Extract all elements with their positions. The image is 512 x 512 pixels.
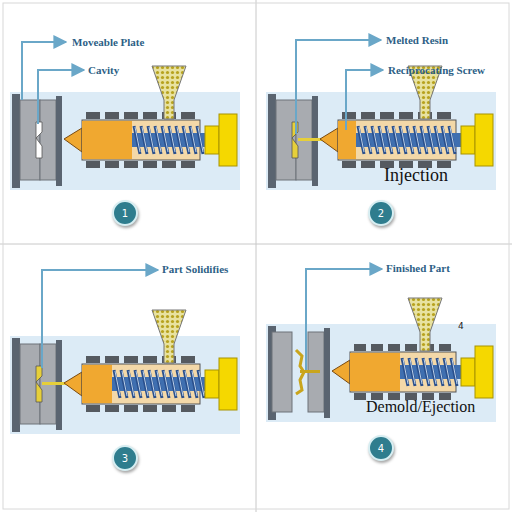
part-label: Moveable Plate bbox=[72, 36, 144, 48]
panel-divider bbox=[0, 244, 512, 245]
panel-divider bbox=[256, 0, 257, 512]
step-circle: 3 bbox=[112, 445, 138, 471]
part-label: Reciprocating Screw bbox=[388, 64, 485, 76]
callout-number: 2 bbox=[378, 208, 384, 219]
callout-number: 1 bbox=[122, 208, 128, 219]
part-label: Melted Resin bbox=[386, 34, 448, 46]
step-number: 4 bbox=[458, 322, 464, 332]
leader-line bbox=[306, 269, 382, 370]
injection-machine bbox=[10, 310, 240, 434]
callout-number: 3 bbox=[122, 453, 128, 464]
injection-machine bbox=[266, 298, 496, 422]
leader-line bbox=[346, 70, 383, 130]
leader-line bbox=[42, 270, 158, 368]
step-circle: 1 bbox=[112, 200, 138, 226]
part-label: Part Solidifies bbox=[162, 263, 228, 275]
step-circle: 2 bbox=[368, 200, 394, 226]
injection-machine bbox=[10, 66, 240, 190]
leader-line bbox=[38, 70, 84, 124]
part-label: Cavity bbox=[88, 64, 119, 76]
leader-line bbox=[296, 40, 381, 134]
panel-frame bbox=[3, 3, 509, 509]
injection-machine bbox=[266, 66, 496, 190]
part-label: Finished Part bbox=[386, 262, 450, 274]
step-name: Demold/Ejection bbox=[366, 398, 475, 416]
step-name: Injection bbox=[384, 166, 448, 186]
callout-number: 4 bbox=[378, 443, 384, 454]
step-circle: 4 bbox=[368, 435, 394, 461]
